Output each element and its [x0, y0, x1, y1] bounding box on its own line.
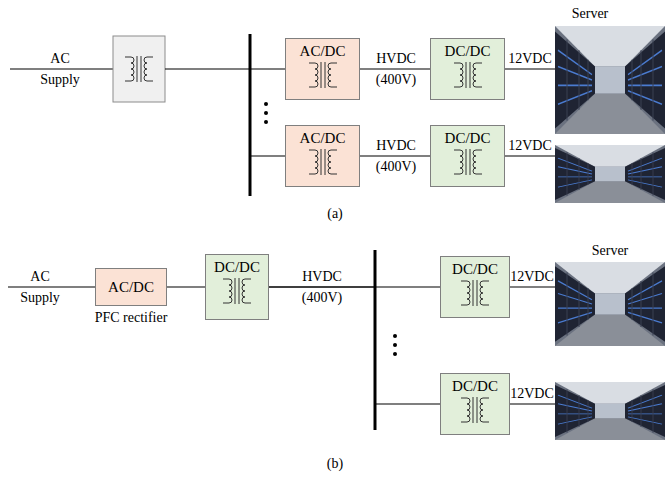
supply-line: [10, 68, 113, 69]
box-label: DC/DC: [445, 42, 491, 60]
supply-line: [8, 286, 95, 287]
converter-box: DC/DC: [205, 254, 269, 320]
text-label: Server: [592, 243, 629, 259]
transformer-symbol: [451, 147, 485, 177]
transformer-symbol: [306, 147, 340, 177]
text-label: (400V): [302, 290, 342, 306]
box-label: AC/DC: [300, 129, 346, 147]
converter-box: DC/DC: [440, 256, 510, 318]
wire: [510, 286, 555, 287]
text-label: 12VDC: [508, 138, 552, 154]
box-label: DC/DC: [445, 129, 491, 147]
text-label: 12VDC: [508, 51, 552, 67]
text-label: 12VDC: [510, 386, 554, 402]
server-image: [555, 145, 665, 203]
continuation-dot: [393, 334, 397, 338]
text-label: AC: [50, 51, 69, 67]
box-label: DC/DC: [452, 377, 498, 395]
converter-box: AC/DC: [285, 125, 360, 187]
box-label: AC/DC: [108, 278, 154, 296]
transformer-coil: [461, 397, 489, 423]
wire: [165, 68, 250, 69]
box-label: AC/DC: [300, 42, 346, 60]
transformer-coil: [454, 62, 482, 88]
wire: [250, 68, 285, 69]
text-label: 12VDC: [510, 269, 554, 285]
continuation-dot: [264, 111, 268, 115]
power-connector: [167, 286, 205, 287]
text-label: HVDC: [376, 51, 416, 67]
continuation-dot: [393, 343, 397, 347]
text-label: (400V): [376, 72, 416, 88]
text-label: HVDC: [302, 269, 342, 285]
transformer-symbol: [125, 56, 153, 82]
server-image: [555, 382, 665, 440]
transformer-coil: [461, 280, 489, 306]
transformer-symbol: [451, 60, 485, 90]
wire: [510, 403, 555, 404]
converter-box: DC/DC: [430, 125, 505, 187]
box-label: DC/DC: [452, 260, 498, 278]
text-label: PFC rectifier: [95, 310, 168, 326]
continuation-dot: [264, 120, 268, 124]
wire: [505, 155, 555, 156]
text-label: (a): [327, 206, 343, 222]
text-label: Supply: [20, 290, 60, 306]
transformer-symbol: [306, 60, 340, 90]
power-connector: [360, 155, 430, 156]
text-label: (b): [327, 456, 343, 472]
transformer-symbol: [458, 278, 492, 308]
text-label: Server: [572, 6, 609, 22]
converter-box: DC/DC: [430, 38, 505, 100]
text-label: (400V): [376, 159, 416, 175]
transformer-coil: [309, 62, 337, 88]
box-label: DC/DC: [214, 258, 260, 276]
server-image: [555, 26, 665, 134]
text-label: HVDC: [376, 138, 416, 154]
transformer-coil: [309, 149, 337, 175]
text-label: AC: [30, 269, 49, 285]
wire: [505, 68, 555, 69]
power-connector: [360, 68, 430, 69]
wire: [250, 155, 285, 156]
transformer-coil: [223, 278, 251, 304]
text-label: Supply: [40, 72, 80, 88]
converter-box: DC/DC: [440, 373, 510, 435]
transformer-coil: [454, 149, 482, 175]
transformer-box: [113, 36, 165, 102]
bus-bar: [249, 34, 252, 196]
converter-box: AC/DC: [95, 268, 167, 306]
continuation-dot: [393, 352, 397, 356]
continuation-dot: [264, 102, 268, 106]
power-connector: [269, 287, 440, 404]
transformer-symbol: [458, 395, 492, 425]
transformer-symbol: [220, 276, 254, 306]
server-image: [555, 262, 665, 346]
converter-box: AC/DC: [285, 38, 360, 100]
